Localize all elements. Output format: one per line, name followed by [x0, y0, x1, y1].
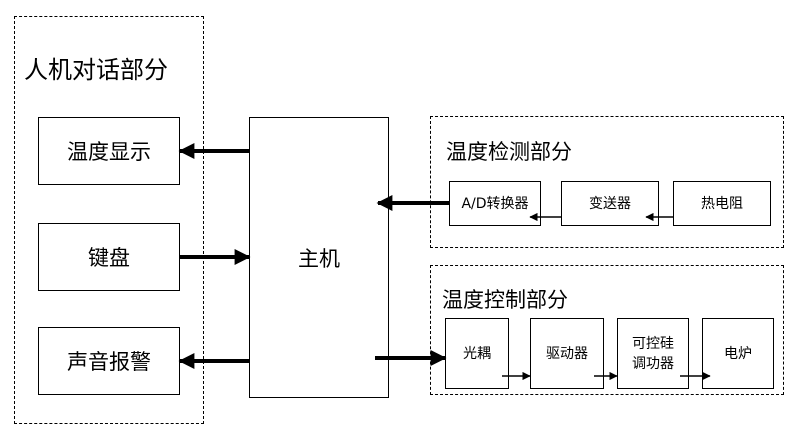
- electric-furnace-block: 电炉: [702, 318, 774, 389]
- detect-group-frame: [430, 116, 784, 248]
- host-block: 主机: [249, 117, 389, 398]
- scr-power-regulator-block: 可控硅 调功器: [617, 318, 689, 389]
- transmitter-block: 变送器: [561, 181, 659, 226]
- detect-group-title: 温度检测部分: [446, 140, 572, 164]
- sound-alarm-block: 声音报警: [38, 327, 180, 395]
- temperature-display-block: 温度显示: [38, 117, 180, 185]
- adc-block: A/D转换器: [449, 181, 541, 226]
- control-group-title: 温度控制部分: [442, 288, 568, 312]
- driver-block: 驱动器: [530, 318, 604, 389]
- scr-label-line1: 可控硅: [632, 335, 674, 352]
- hmi-group-title: 人机对话部分: [24, 56, 168, 84]
- optocoupler-block: 光耦: [445, 318, 509, 389]
- keyboard-block: 键盘: [38, 223, 180, 291]
- hmi-group-frame: [14, 16, 204, 424]
- control-group-frame: [430, 265, 784, 395]
- thermistor-block: 热电阻: [673, 181, 771, 226]
- scr-label-line2: 调功器: [632, 355, 674, 372]
